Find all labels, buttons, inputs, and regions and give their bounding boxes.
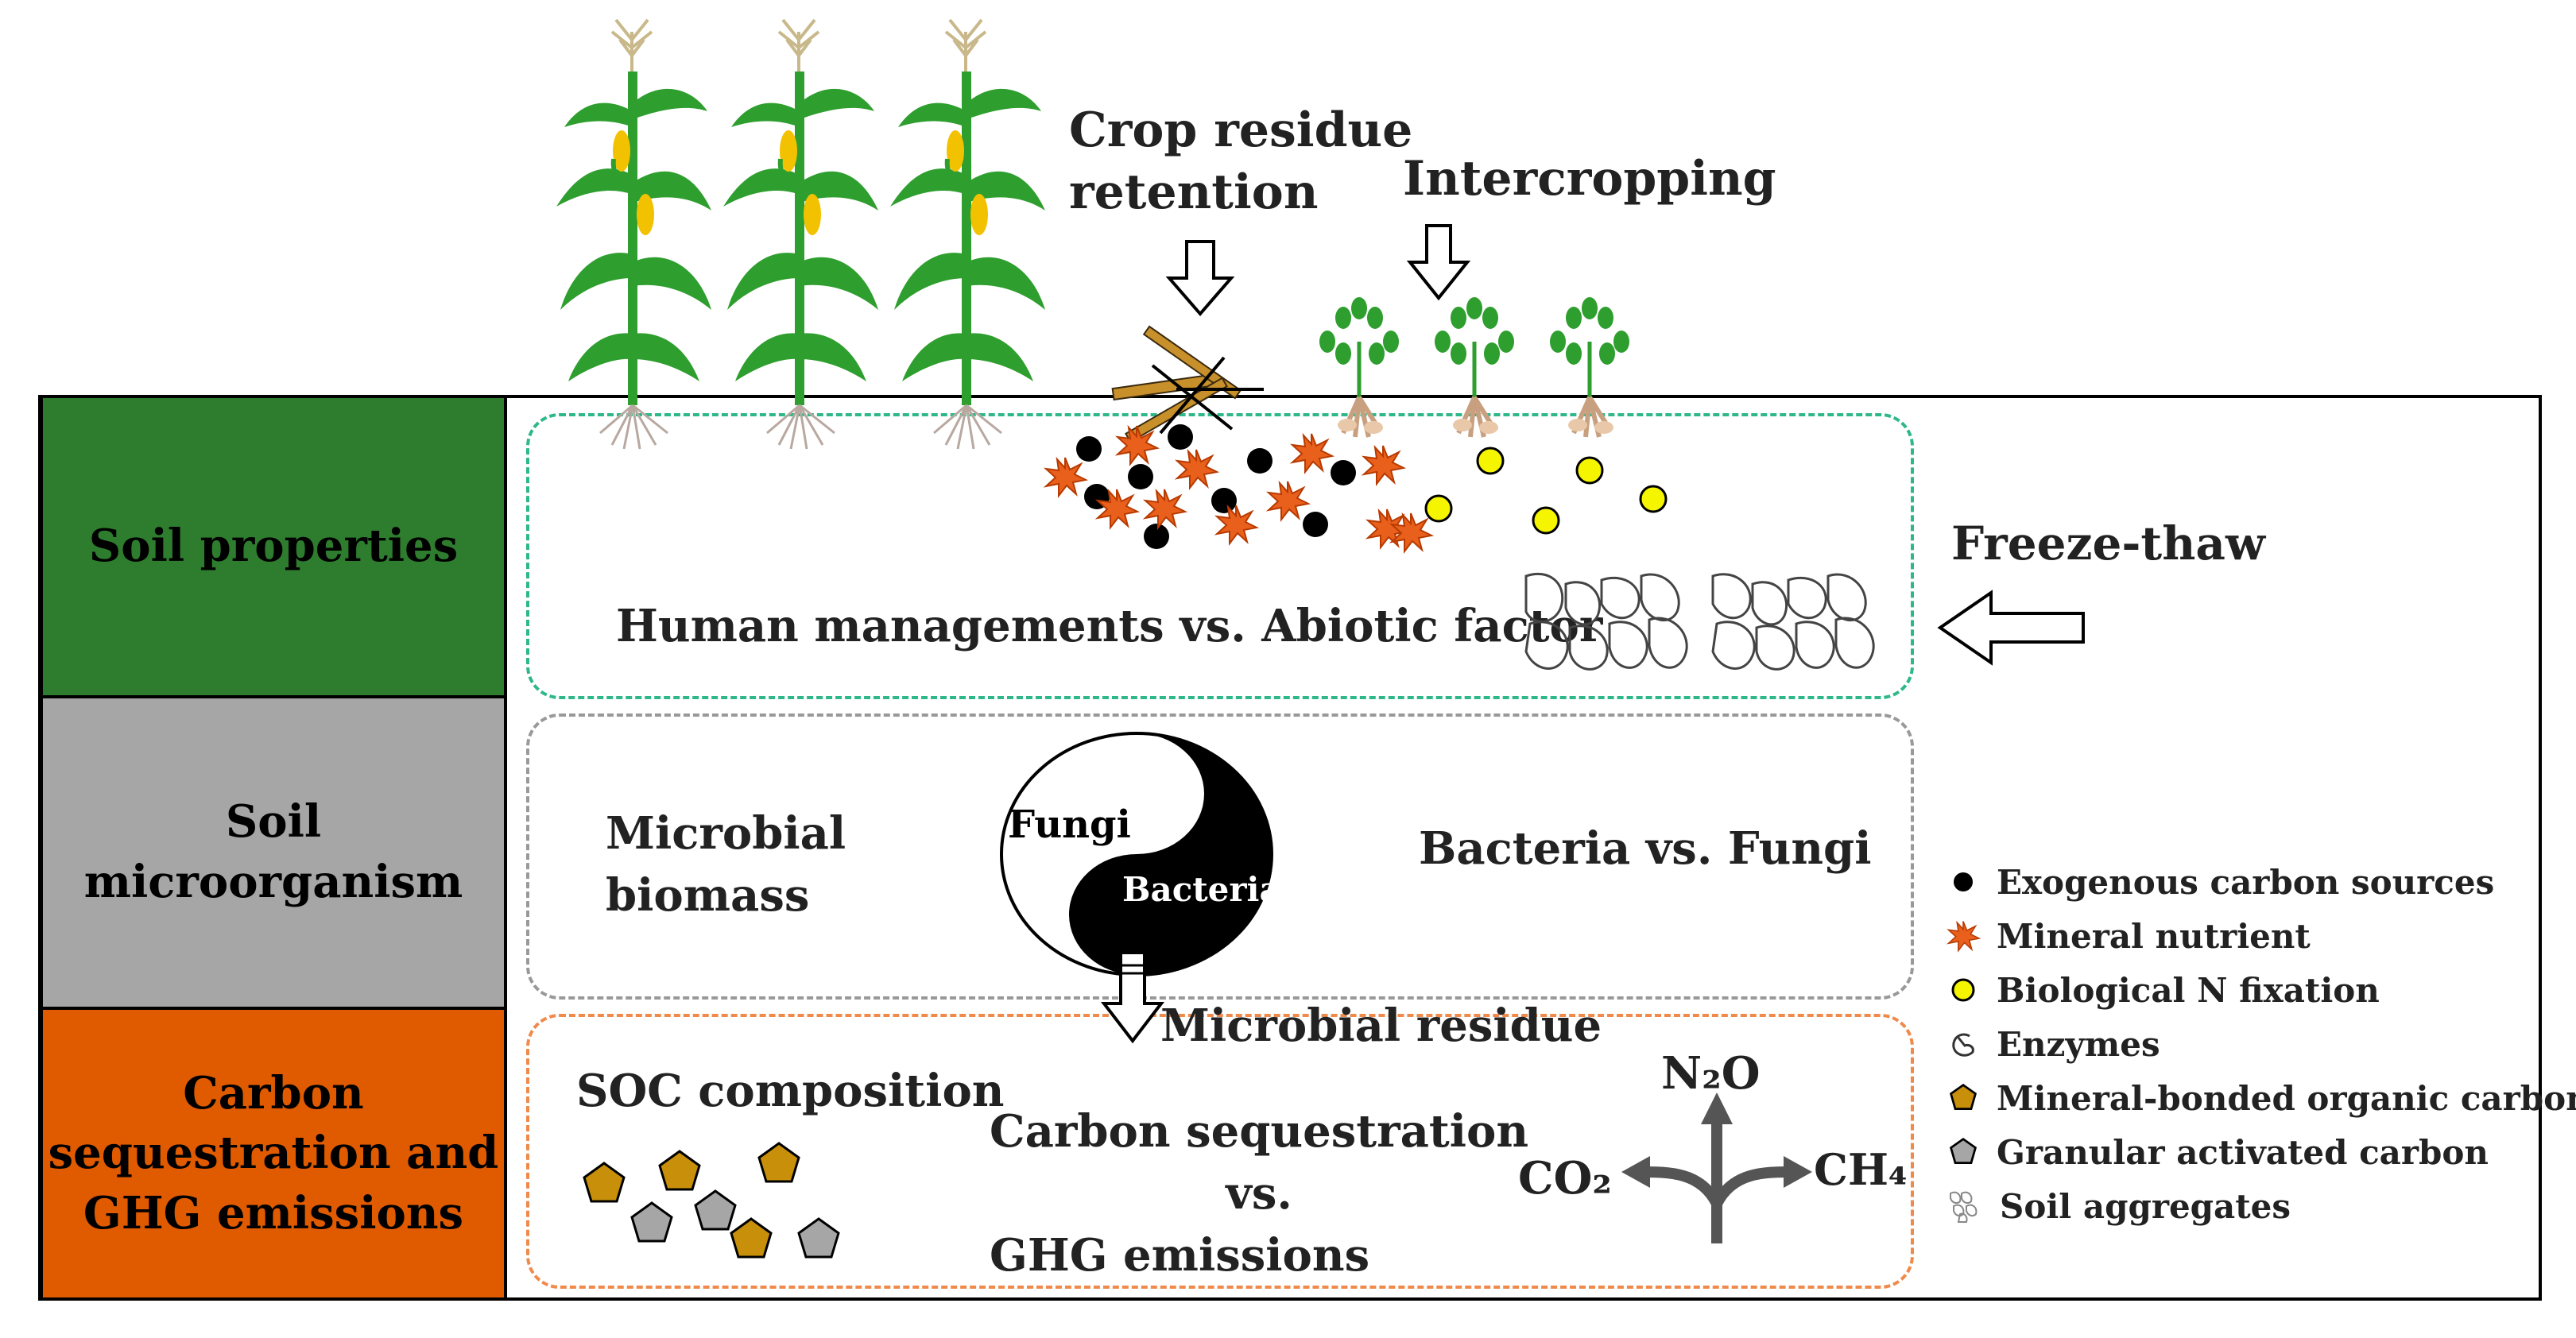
layer-label-line1: Carbon [183,1066,364,1120]
legend-item: Mineral nutrient [1947,912,2311,960]
panel-microorganism [526,713,1914,1000]
orange-star-icon [1947,920,1981,953]
legend-label: Enzymes [1997,1024,2160,1064]
legend-item: Enzymes [1947,1020,2160,1068]
enzyme-icon [1952,1033,1974,1057]
legend-item: Biological N fixation [1947,966,2380,1014]
microbial-biomass-label: Microbial biomass [606,807,846,922]
legend-item: Soil aggregates [1947,1182,2291,1230]
legend-label: Exogenous carbon sources [1997,862,2495,902]
legend-label: Mineral nutrient [1997,916,2311,956]
layer-label-line2: microorganism [83,856,463,908]
bacteria-label: Bacteria [1122,870,1281,909]
bacteria-vs-fungi-label: Bacteria vs. Fungi [1419,822,1872,875]
ghg-arrows-icon [1621,1092,1812,1243]
legend-label: Granular activated carbon [1997,1132,2489,1172]
microbial-residue-label: Microbial residue [1160,1000,1602,1052]
black-dot-icon [1954,872,1973,891]
fungi-label: Fungi [1008,802,1131,847]
layer-label-line2: sequestration and [48,1127,499,1180]
n2o-label: N₂O [1661,1047,1761,1100]
down-arrow-icon [1165,240,1235,317]
layer-soil-microorganism: Soil microorganism [40,698,507,1010]
panel-carbon [526,1014,1914,1289]
legend-label: Soil aggregates [2000,1186,2291,1226]
ch4-label: CH₄ [1814,1144,1908,1195]
layer-label-line3: GHG emissions [83,1186,464,1239]
legend-item: Exogenous carbon sources [1947,858,2494,906]
co2-label: CO₂ [1518,1152,1612,1205]
crop-residue-label: Crop residue retention [1069,102,1413,220]
yellow-dot-icon [1951,978,1975,1002]
layer-soil-properties: Soil properties [40,395,507,698]
left-arrow-icon [1937,590,2085,666]
nutrients-scatter [1045,424,1668,552]
legend-item: Mineral-bonded organic carbon [1947,1074,2576,1122]
intercropping-label: Intercropping [1403,151,1776,207]
carbon-vs-ghg-label: Carbon sequestration vs. GHG emissions [990,1105,1529,1282]
panel-soil-properties [526,413,1914,699]
legend-item: Granular activated carbon [1947,1128,2489,1176]
corn-plants-illustration [556,16,1073,461]
down-arrow-icon [1406,224,1471,301]
yin-yang-icon [1000,732,1273,976]
brown-pentagon-icon [1949,1083,1978,1110]
layer-carbon-ghg: Carbon sequestration and GHG emissions [40,1010,507,1301]
layer-label: Soil properties [88,520,459,573]
soil-aggregates-illustration [1524,572,1875,671]
panel1-text: Human managements vs. Abiotic factor [616,600,1603,652]
down-arrow-icon [1100,951,1165,1044]
pentagons-illustration [583,1142,840,1259]
gray-pentagon-icon [1949,1137,1978,1164]
soil-aggregate-icon [1950,1191,1978,1223]
layer-label-line1: Soil [225,795,322,849]
legend-label: Biological N fixation [1997,970,2380,1010]
freeze-thaw-label: Freeze-thaw [1951,516,2265,570]
soc-composition-label: SOC composition [576,1065,1005,1117]
legend-label: Mineral-bonded organic carbon [1997,1078,2576,1118]
